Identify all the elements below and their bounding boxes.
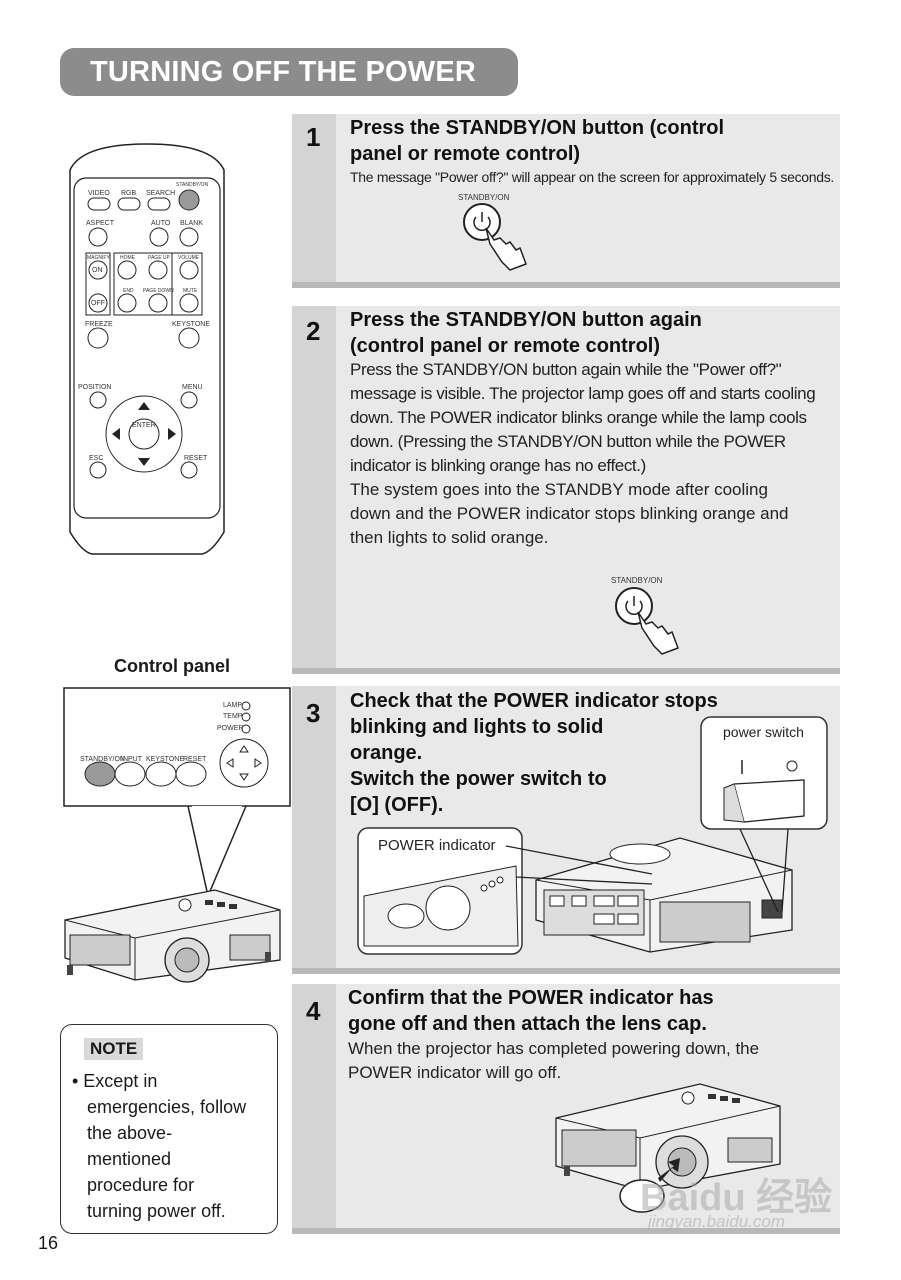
step-2-heading-line1: Press the STANDBY/ON button again: [350, 309, 702, 331]
indicator-label-power: POWER: [217, 725, 244, 732]
step-3-heading-line2: blinking and lights to solid: [350, 716, 604, 738]
remote-label-magnify: MAGNIFY: [87, 255, 110, 261]
step-2-body-line2: message is visible. The projector lamp g…: [350, 384, 816, 403]
panel-label-keystone: KEYSTONE: [146, 756, 184, 763]
callout-power-indicator-label: POWER indicator: [378, 837, 496, 854]
step-2-body-line6: The system goes into the STANDBY mode af…: [350, 480, 768, 499]
remote-label-esc: ESC: [89, 455, 104, 462]
remote-label-off: OFF: [91, 300, 105, 307]
step-2-box: [292, 306, 840, 674]
control-panel-illustration: [63, 687, 291, 896]
page-number: 16: [38, 1233, 59, 1253]
remote-label-search: SEARCH: [146, 190, 176, 197]
note-line: the above-: [87, 1123, 173, 1143]
panel-label-reset: RESET: [183, 756, 207, 763]
remote-label-blank: BLANK: [180, 220, 203, 227]
step-2-sidebar: [292, 306, 336, 668]
remote-label-menu: MENU: [182, 384, 203, 391]
step-1-heading-line1: Press the STANDBY/ON button (control: [350, 117, 725, 139]
remote-label-end: END: [123, 288, 134, 294]
remote-label-reset: RESET: [184, 455, 208, 462]
projector-lens-cap-illustration: [555, 1083, 781, 1213]
panel-label-standby: STANDBY/ON: [80, 756, 125, 763]
note-line: mentioned: [87, 1149, 172, 1169]
step-2-body-line5: indicator is blinking orange has no effe…: [350, 456, 646, 475]
step-3-heading-line5: [O] (OFF).: [350, 794, 444, 816]
page-title: TURNING OFF THE POWER: [60, 48, 518, 96]
step-1-box: [292, 114, 840, 288]
remote-label-standby: STANDBY/ON: [176, 182, 209, 188]
remote-label-page-down: PAGE DOWN: [143, 288, 174, 294]
step-2-body-line7: down and the POWER indicator stops blink…: [350, 504, 789, 523]
note-label: NOTE: [84, 1038, 144, 1060]
step-1-number: 1: [306, 122, 321, 152]
indicator-label-lamp: LAMP: [223, 702, 243, 709]
step-2-body-line3: down. The POWER indicator blinks orange …: [350, 408, 807, 427]
note-line: emergencies, follow: [87, 1097, 247, 1117]
remote-label-aspect: ASPECT: [86, 220, 115, 227]
remote-label-position: POSITION: [78, 384, 112, 391]
remote-label-on: ON: [92, 267, 103, 274]
power-indicator-callout-frame: [357, 827, 653, 955]
remote-label-home: HOME: [120, 255, 135, 261]
step-3-sidebar: [292, 686, 336, 968]
watermark-url: jingyan.baidu.com: [648, 1212, 786, 1231]
step-1-heading-line2: panel or remote control): [350, 143, 581, 165]
note-line: procedure for: [87, 1175, 195, 1195]
step-4-box: [292, 984, 840, 1234]
note-line: turning power off.: [87, 1201, 226, 1221]
panel-label-input: INPUT: [121, 756, 142, 763]
remote-label-page-up: PAGE UP: [148, 255, 170, 261]
standby-button-press-icon: [615, 587, 679, 655]
remote-label-freeze: FREEZE: [85, 321, 113, 328]
step-1-body: The message "Power off?" will appear on …: [350, 169, 835, 185]
remote-label-rgb: RGB: [121, 190, 137, 197]
indicator-label-temp: TEMP: [223, 713, 243, 720]
step-2-button-label: STANDBY/ON: [611, 576, 663, 585]
remote-label-mute: MUTE: [183, 288, 198, 294]
step-4-body-line1: When the projector has completed powerin…: [348, 1039, 760, 1058]
step-4-sidebar: [292, 984, 336, 1228]
step-4-number: 4: [306, 996, 321, 1026]
step-4-heading-line1: Confirm that the POWER indicator has: [348, 987, 714, 1009]
remote-label-volume: VOLUME: [178, 255, 200, 261]
note-text: • Except in emergencies, follow the abov…: [72, 1068, 272, 1224]
watermark-logo: Baidu 经验: [640, 1177, 833, 1219]
note-line: • Except in: [72, 1071, 158, 1091]
projector-illustration: [64, 889, 281, 983]
step-2-body-line4: down. (Pressing the STANDBY/ON button wh…: [350, 432, 786, 451]
remote-control-illustration: [69, 143, 225, 555]
step-2-heading-line2: (control panel or remote control): [350, 335, 661, 357]
step-3-number: 3: [306, 698, 321, 728]
step-3-heading-line3: orange.: [350, 742, 423, 764]
remote-label-keystone: KEYSTONE: [172, 321, 210, 328]
step-3-heading-line1: Check that the POWER indicator stops: [350, 690, 718, 712]
remote-label-enter: ENTER: [132, 422, 156, 429]
step-4-body-line2: POWER indicator will go off.: [348, 1063, 562, 1082]
step-2-number: 2: [306, 316, 321, 346]
power-switch-callout-frame: [700, 716, 828, 913]
projector-rear-illustration: [535, 837, 793, 953]
standby-button-press-icon: [463, 203, 527, 271]
step-1-sidebar: [292, 114, 336, 282]
step-2-body-line8: then lights to solid orange.: [350, 528, 549, 547]
step-4-heading-line2: gone off and then attach the lens cap.: [348, 1013, 707, 1035]
control-panel-label: Control panel: [114, 656, 230, 676]
step-1-button-label: STANDBY/ON: [458, 193, 510, 202]
callout-power-switch-label: power switch: [723, 724, 804, 740]
remote-label-video: VIDEO: [88, 190, 110, 197]
step-3-heading-line4: Switch the power switch to: [350, 768, 607, 790]
remote-label-auto: AUTO: [151, 220, 171, 227]
step-2-body-line1: Press the STANDBY/ON button again while …: [350, 360, 782, 379]
